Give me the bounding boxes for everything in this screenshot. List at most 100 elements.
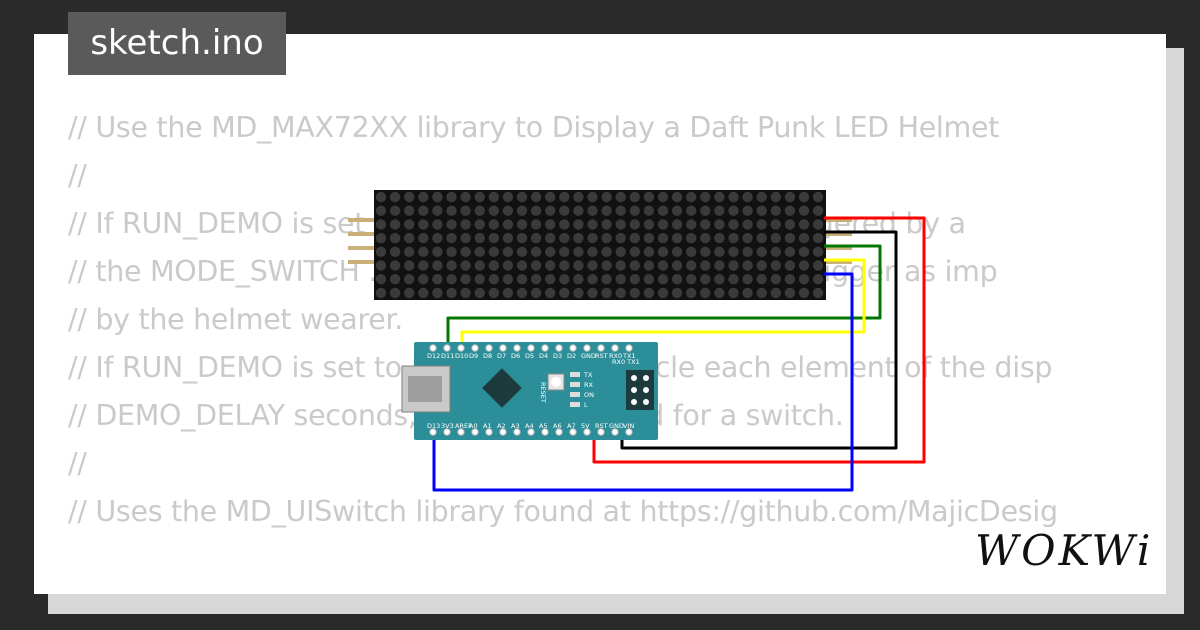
pin-label: RST (595, 352, 608, 360)
top-pin-d6[interactable] (513, 344, 521, 352)
matrix-right-pins (824, 218, 852, 264)
led-dot (657, 287, 669, 299)
led-dot (460, 260, 471, 271)
led-dot (784, 274, 796, 285)
led-dot (446, 205, 457, 216)
bottom-pin-rst[interactable] (597, 428, 605, 436)
led-dot (770, 219, 781, 230)
top-pin-d8[interactable] (485, 344, 493, 352)
led-dot (502, 260, 514, 271)
top-pin-rst[interactable] (597, 344, 605, 352)
bottom-pin-d13[interactable] (429, 428, 437, 436)
led-dot (686, 274, 697, 285)
led-dot (657, 219, 669, 230)
led-dot (488, 274, 499, 285)
led-matrix[interactable] (374, 190, 826, 300)
led-dot (418, 287, 429, 299)
top-pin-d2[interactable] (569, 344, 577, 352)
bottom-pin-gnd[interactable] (611, 428, 619, 436)
top-pin-d11[interactable] (443, 344, 451, 352)
led-dot (671, 260, 683, 271)
led-dot (728, 191, 739, 203)
led-dot (446, 287, 457, 299)
top-pin-d5[interactable] (527, 344, 535, 352)
pin-label: D2 (567, 352, 576, 360)
led-dot (530, 274, 542, 285)
bottom-pin-vin[interactable] (625, 428, 633, 436)
led-dot (545, 274, 556, 285)
led-dot (671, 191, 683, 203)
led-dot (742, 219, 753, 230)
led-dot (446, 246, 457, 257)
led-label: ON (584, 391, 594, 399)
led-dot (502, 205, 514, 216)
pin-label: A4 (525, 422, 534, 430)
bottom-pin-a0[interactable] (471, 428, 479, 436)
led-dot (587, 191, 598, 203)
led-dot (601, 219, 612, 230)
led-dot (389, 232, 401, 244)
pin-label: A5 (539, 422, 548, 430)
led-dot (756, 274, 767, 285)
led-dot (615, 260, 626, 271)
led-dot (714, 274, 725, 285)
top-pin-gnd[interactable] (583, 344, 591, 352)
mcu-chip (482, 368, 522, 408)
bottom-pin-aref[interactable] (457, 428, 465, 436)
top-pin-d7[interactable] (499, 344, 507, 352)
led-dot (770, 191, 781, 203)
led-dot (446, 260, 457, 271)
top-pin-d4[interactable] (541, 344, 549, 352)
led-dot (375, 246, 387, 257)
led-dot (601, 191, 612, 203)
led-dot (714, 219, 725, 230)
bottom-pin-a7[interactable] (569, 428, 577, 436)
top-pin-tx1[interactable] (625, 344, 633, 352)
led-dot (474, 274, 485, 285)
led-dot (700, 260, 711, 271)
led-dot (756, 205, 767, 216)
pin-label: D7 (497, 352, 506, 360)
led-dot (714, 191, 725, 203)
led-dot (418, 246, 429, 257)
led-dot (573, 219, 584, 230)
led-dot (601, 246, 612, 257)
led-dot (432, 232, 443, 244)
led-dot (516, 287, 528, 299)
led-dot (615, 246, 626, 257)
top-pin-d12[interactable] (429, 344, 437, 352)
led-dot (587, 205, 598, 216)
led-dot (516, 260, 528, 271)
bottom-pin-3v3[interactable] (443, 428, 451, 436)
led-dot (488, 246, 499, 257)
led-dot (375, 287, 387, 299)
bottom-pin-a3[interactable] (513, 428, 521, 436)
bottom-pin-a1[interactable] (485, 428, 493, 436)
led-dot (812, 274, 824, 285)
top-pin-d3[interactable] (555, 344, 563, 352)
top-pin-d9[interactable] (471, 344, 479, 352)
bottom-pin-5v[interactable] (583, 428, 591, 436)
bottom-pin-a4[interactable] (527, 428, 535, 436)
led-dot (770, 205, 781, 216)
led-dot (545, 287, 556, 299)
wires[interactable] (432, 216, 926, 492)
top-pin-rx0[interactable] (611, 344, 619, 352)
led-dot (389, 191, 401, 203)
led-dot (488, 219, 499, 230)
led-dot (573, 205, 584, 216)
led-dot (770, 287, 781, 299)
file-tab[interactable]: sketch.ino (68, 12, 286, 75)
led-dot (671, 232, 683, 244)
led-dot (488, 260, 499, 271)
bottom-pin-a5[interactable] (541, 428, 549, 436)
code-line: // Uses the MD_UISwitch library found at… (68, 495, 1058, 528)
top-pin-d10[interactable] (457, 344, 465, 352)
bottom-pin-a2[interactable] (499, 428, 507, 436)
bottom-pin-a6[interactable] (555, 428, 563, 436)
led-dot (418, 232, 429, 244)
led-dot (446, 232, 457, 244)
led-dot (728, 274, 739, 285)
led-dot (404, 260, 415, 271)
